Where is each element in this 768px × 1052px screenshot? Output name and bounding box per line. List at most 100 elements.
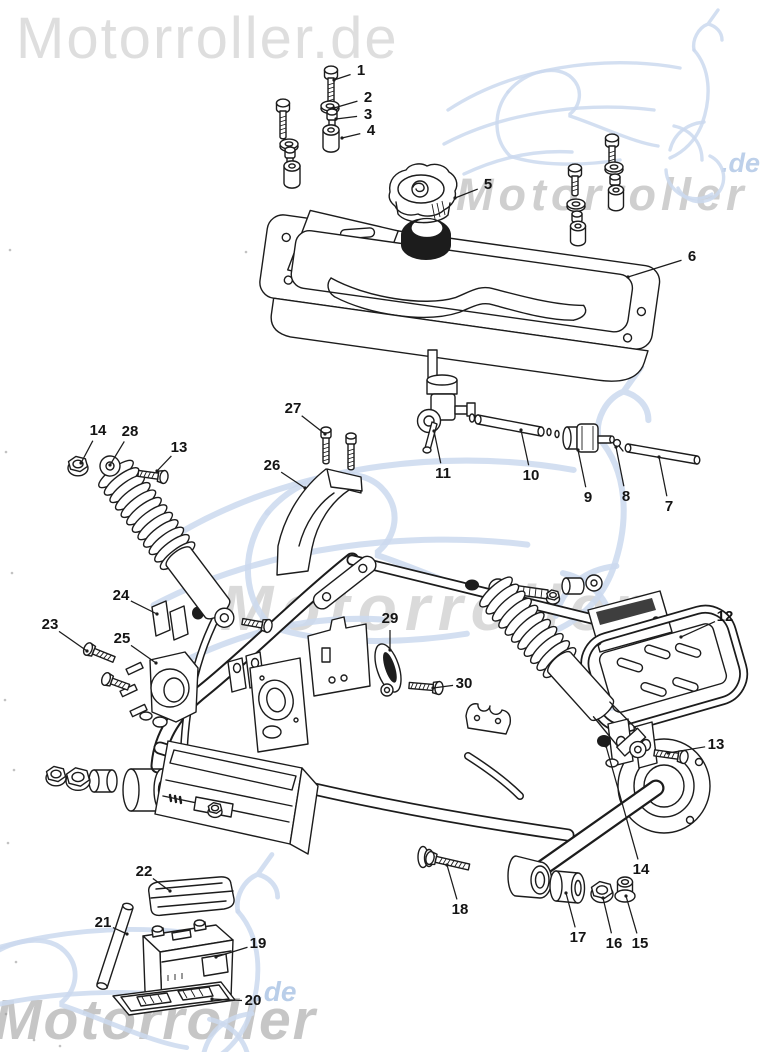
spacer-glyph [322, 124, 340, 153]
nut-glyph [590, 880, 614, 904]
callout-29-cam-washer: 29 [382, 610, 399, 652]
spring-coil [98, 455, 235, 628]
callout-14b-flange-nut: 14 [604, 744, 650, 878]
callout-label-1: 1 [357, 62, 365, 79]
frame-battery-crate [154, 740, 319, 855]
callout-28-shock-absorber: 28 [108, 423, 138, 467]
callout-21-breather-tube: 21 [95, 914, 129, 936]
callout-23-hex-bolt: 23 [42, 616, 89, 653]
callout-14a-flange-nut: 14 [79, 422, 107, 465]
part-7-fuel-pipe [624, 443, 701, 465]
callout-30-pan-screw: 30 [431, 675, 472, 692]
callout-label-28: 28 [122, 423, 139, 440]
callout-label-4: 4 [367, 122, 376, 139]
callout-label-14a: 14 [90, 422, 107, 439]
callout-label-26: 26 [264, 457, 281, 474]
part-10-fuel-hose [468, 413, 560, 439]
callout-5-fuel-tank-cap: 5 [453, 176, 492, 200]
callout-label-22: 22 [136, 863, 153, 880]
hardware-layer [45, 65, 689, 904]
part-29-cam-washer [374, 643, 402, 697]
bolt-glyph [604, 133, 620, 167]
callout-label-10: 10 [523, 467, 540, 484]
callout-label-30: 30 [456, 675, 473, 692]
nut-glyph [207, 802, 223, 819]
bolt-glyph [100, 672, 131, 691]
callout-15-flange-nut: 15 [624, 894, 648, 952]
callout-2-flat-washer: 2 [332, 89, 372, 110]
callout-label-19: 19 [250, 935, 267, 952]
callout-9-fuel-filter: 9 [576, 448, 592, 506]
callout-label-13b: 13 [708, 736, 725, 753]
callout-label-17: 17 [570, 929, 587, 946]
part-11-fuel-petcock [416, 349, 476, 454]
callout-label-18: 18 [452, 901, 469, 918]
frame-brackets [227, 616, 512, 753]
callout-label-20: 20 [245, 992, 262, 1009]
bolt-glyph [408, 680, 444, 696]
nut-glyph [545, 589, 561, 605]
callout-27-screws: 27 [285, 400, 327, 436]
callout-22-battery-cover: 22 [136, 863, 172, 893]
callout-label-13a: 13 [171, 439, 188, 456]
part-21-breather-tube [96, 902, 134, 990]
bolt-glyph [567, 163, 583, 197]
part-8-clip [612, 438, 624, 452]
callout-label-25: 25 [114, 630, 131, 647]
part-26-splash-guard [276, 468, 363, 576]
callout-label-2: 2 [364, 89, 372, 106]
callout-label-12: 12 [717, 608, 734, 625]
callout-label-7: 7 [665, 498, 673, 515]
bolt-glyph [275, 98, 291, 140]
bolt-glyph [345, 432, 357, 471]
callout-13a-hex-bolt: 13 [155, 439, 187, 473]
callout-3-stud: 3 [334, 106, 372, 123]
part-5-fuel-tank-cap [388, 163, 458, 224]
callout-layer: 1234567891011121313141415161718192021222… [42, 62, 734, 1009]
callout-label-3: 3 [364, 106, 372, 123]
frame-swing-arm [507, 779, 665, 899]
callout-25-wheel-hub-bracket: 25 [114, 630, 158, 665]
bolt-glyph [241, 617, 273, 634]
bolt-glyph [82, 642, 116, 663]
callout-19-battery: 19 [214, 935, 266, 959]
bolt-glyph [137, 469, 169, 485]
callout-16-hex-nut: 16 [601, 896, 622, 952]
part-17-bushing [549, 870, 586, 904]
callout-label-6: 6 [688, 248, 696, 265]
spacer-glyph [283, 160, 301, 189]
nut-glyph [65, 767, 91, 792]
callout-1-hex-bolt: 1 [332, 62, 365, 82]
filler-neck [401, 217, 451, 260]
callout-18-flange-bolt: 18 [445, 863, 468, 918]
callout-8-clip: 8 [614, 445, 630, 505]
callout-label-11: 11 [435, 465, 451, 482]
nut-glyph [45, 765, 67, 787]
callout-12-rear-carrier-frame: 12 [679, 608, 733, 639]
part-6-fuel-tank [259, 209, 661, 382]
washer-glyph [604, 161, 624, 176]
callout-label-23: 23 [42, 616, 59, 633]
callout-label-14b: 14 [633, 861, 650, 878]
part-12-rear-carrier [580, 590, 749, 733]
spacer-glyph [607, 184, 625, 212]
callout-label-21: 21 [95, 914, 112, 931]
part-20-battery-tray [112, 981, 236, 1016]
callout-7-fuel-pipe: 7 [657, 455, 673, 515]
callout-label-29: 29 [382, 610, 399, 627]
spring-coil [479, 576, 647, 759]
part-15-flange-nut [614, 876, 636, 903]
part-9-fuel-filter [562, 423, 615, 453]
callout-10-fuel-hose: 10 [519, 428, 539, 484]
callout-20-battery-tray: 20 [210, 992, 261, 1009]
callout-label-8: 8 [622, 488, 630, 505]
bolt-glyph [323, 65, 339, 105]
bolt-glyph [425, 850, 471, 871]
callout-label-24: 24 [113, 587, 130, 604]
part-24-rubber-pads [151, 600, 189, 641]
part-25-hub-bracket [119, 651, 199, 728]
bolt-glyph [320, 426, 332, 465]
callout-17-bushing: 17 [564, 891, 586, 946]
